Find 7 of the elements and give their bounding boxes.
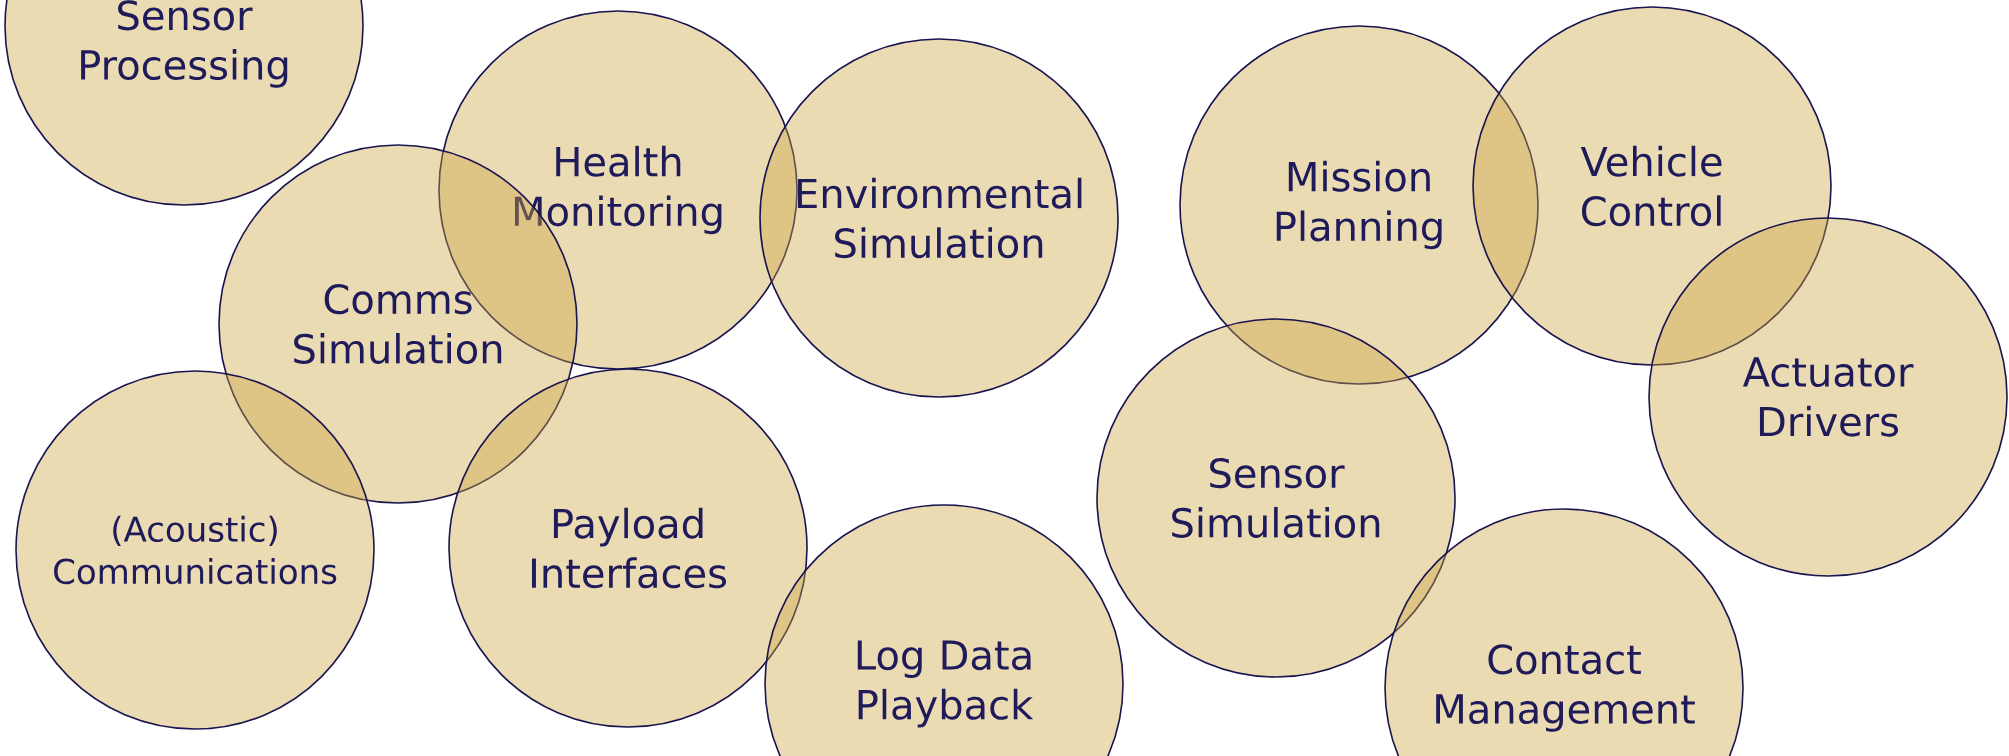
circle-node: Mission Planning bbox=[1179, 25, 1539, 385]
circle-node: Environmental Simulation bbox=[759, 38, 1119, 398]
circle-node: Payload Interfaces bbox=[448, 368, 808, 728]
circle-node: Sensor Simulation bbox=[1096, 318, 1456, 678]
circle-node: Log Data Playback bbox=[764, 504, 1124, 756]
circle-node: Contact Management bbox=[1384, 508, 1744, 756]
circle-node: (Acoustic) Communications bbox=[15, 370, 375, 730]
